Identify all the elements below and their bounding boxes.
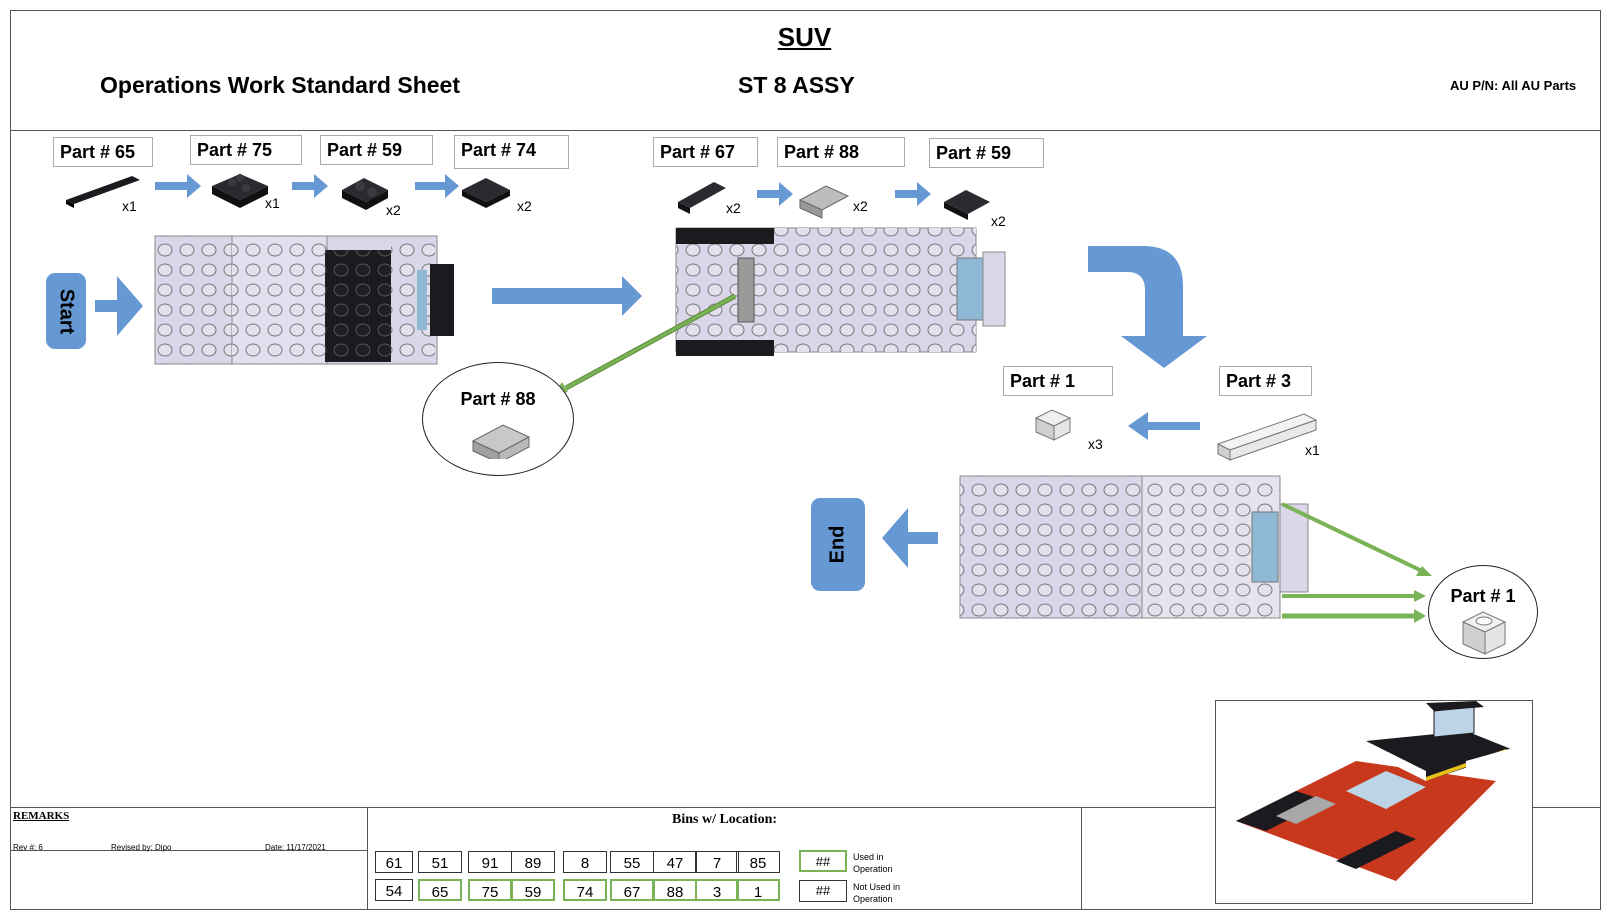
pointer-arrow xyxy=(1282,590,1426,602)
part-qty: x2 xyxy=(386,202,401,218)
part-label: Part # 67 xyxy=(653,137,758,167)
part-label: Part # 65 xyxy=(53,137,153,167)
part-qty: x2 xyxy=(517,198,532,214)
part-qty: x1 xyxy=(265,195,280,211)
revised-by: Revised by: Dipo xyxy=(111,843,172,852)
part-1-image xyxy=(1034,409,1072,441)
part-label: Part # 1 xyxy=(1003,366,1113,396)
remarks-divider xyxy=(10,850,368,851)
flow-arrow-small xyxy=(292,174,328,198)
header-divider xyxy=(10,130,1601,131)
part-88-image xyxy=(798,185,850,219)
part-65-image xyxy=(66,176,140,208)
column-divider xyxy=(1081,807,1082,910)
finished-assembly-image xyxy=(1215,700,1533,904)
legend-used-box: ## xyxy=(799,850,847,872)
station-title: ST 8 ASSY xyxy=(738,72,855,98)
bin-cell: 7 xyxy=(695,851,739,873)
bin-cell: 3 xyxy=(695,879,739,901)
work-sheet-frame xyxy=(10,10,1601,910)
assembly-step2 xyxy=(675,227,1006,356)
part-qty: x1 xyxy=(1305,442,1320,458)
start-marker: Start xyxy=(46,273,86,349)
bin-cell: 59 xyxy=(511,879,555,901)
part-59-image xyxy=(342,178,388,210)
flow-arrow-small xyxy=(155,174,201,198)
sheet-title: Operations Work Standard Sheet xyxy=(100,72,460,98)
bin-cell: 85 xyxy=(736,851,780,873)
part-label: Part # 59 xyxy=(320,135,433,165)
bin-cell: 91 xyxy=(468,851,512,873)
start-arrow xyxy=(95,276,143,336)
revision-number: Rev #: 6 xyxy=(13,843,43,852)
part-label: Part # 59 xyxy=(929,138,1044,168)
part-qty: x1 xyxy=(122,198,137,214)
revision-date: Date: 11/17/2021 xyxy=(265,843,326,852)
bin-cell: 74 xyxy=(563,879,607,901)
part-label: Part # 3 xyxy=(1219,366,1312,396)
part-74-image xyxy=(462,178,510,208)
part-qty: x2 xyxy=(991,213,1006,229)
callout-part-1: Part # 1 xyxy=(1428,565,1538,659)
column-divider xyxy=(367,807,368,910)
suv-model-icon xyxy=(1236,701,1516,881)
flow-arrow-small xyxy=(895,182,931,206)
model-title: SUV xyxy=(777,22,832,52)
bin-cell: 89 xyxy=(511,851,555,873)
callout-part-88: Part # 88 xyxy=(422,362,574,476)
legend-unused-text: Not Used in Operation xyxy=(853,882,901,904)
bin-cell: 61 xyxy=(375,851,413,873)
part-67-image xyxy=(678,182,726,214)
bin-cell: 67 xyxy=(610,879,654,901)
flow-arrow-small xyxy=(757,182,793,206)
assembly-final xyxy=(959,475,1309,619)
part-qty: x2 xyxy=(726,200,741,216)
legend-unused-box: ## xyxy=(799,880,847,902)
end-marker: End xyxy=(811,498,865,591)
assembly-step1 xyxy=(154,235,454,365)
pointer-arrow xyxy=(1282,609,1426,623)
bin-cell: 55 xyxy=(610,851,654,873)
bin-cell: 88 xyxy=(653,879,697,901)
bin-cell: 65 xyxy=(418,879,462,901)
footer-divider xyxy=(10,807,1601,808)
flow-arrow-curved xyxy=(1088,246,1207,368)
bins-title: Bins w/ Location: xyxy=(672,812,778,827)
part-75-image xyxy=(212,174,268,208)
part-label: Part # 74 xyxy=(454,135,569,169)
bin-cell: 54 xyxy=(375,879,413,901)
legend-used-text: Used in Operation xyxy=(853,852,893,874)
part-label: Part # 88 xyxy=(777,137,905,167)
brick-icon xyxy=(1461,611,1507,655)
part-qty: x3 xyxy=(1088,436,1103,452)
bin-cell: 75 xyxy=(468,879,512,901)
hinge-icon xyxy=(471,424,531,459)
pointer-arrow xyxy=(1281,502,1432,576)
remarks-label: REMARKS xyxy=(13,810,70,822)
part-label: Part # 75 xyxy=(190,135,302,165)
flow-arrow-small xyxy=(415,174,459,198)
part-qty: x2 xyxy=(853,198,868,214)
part-59-image xyxy=(944,190,990,220)
part-3-image xyxy=(1216,413,1318,461)
bin-cell: 8 xyxy=(563,851,607,873)
flow-arrow-right xyxy=(492,276,642,316)
bin-cell: 51 xyxy=(418,851,462,873)
bin-cell: 1 xyxy=(736,879,780,901)
bin-cell: 47 xyxy=(653,851,697,873)
end-arrow xyxy=(882,508,938,568)
part-number: AU P/N: All AU Parts xyxy=(1450,78,1577,93)
flow-arrow-small xyxy=(1128,412,1200,440)
